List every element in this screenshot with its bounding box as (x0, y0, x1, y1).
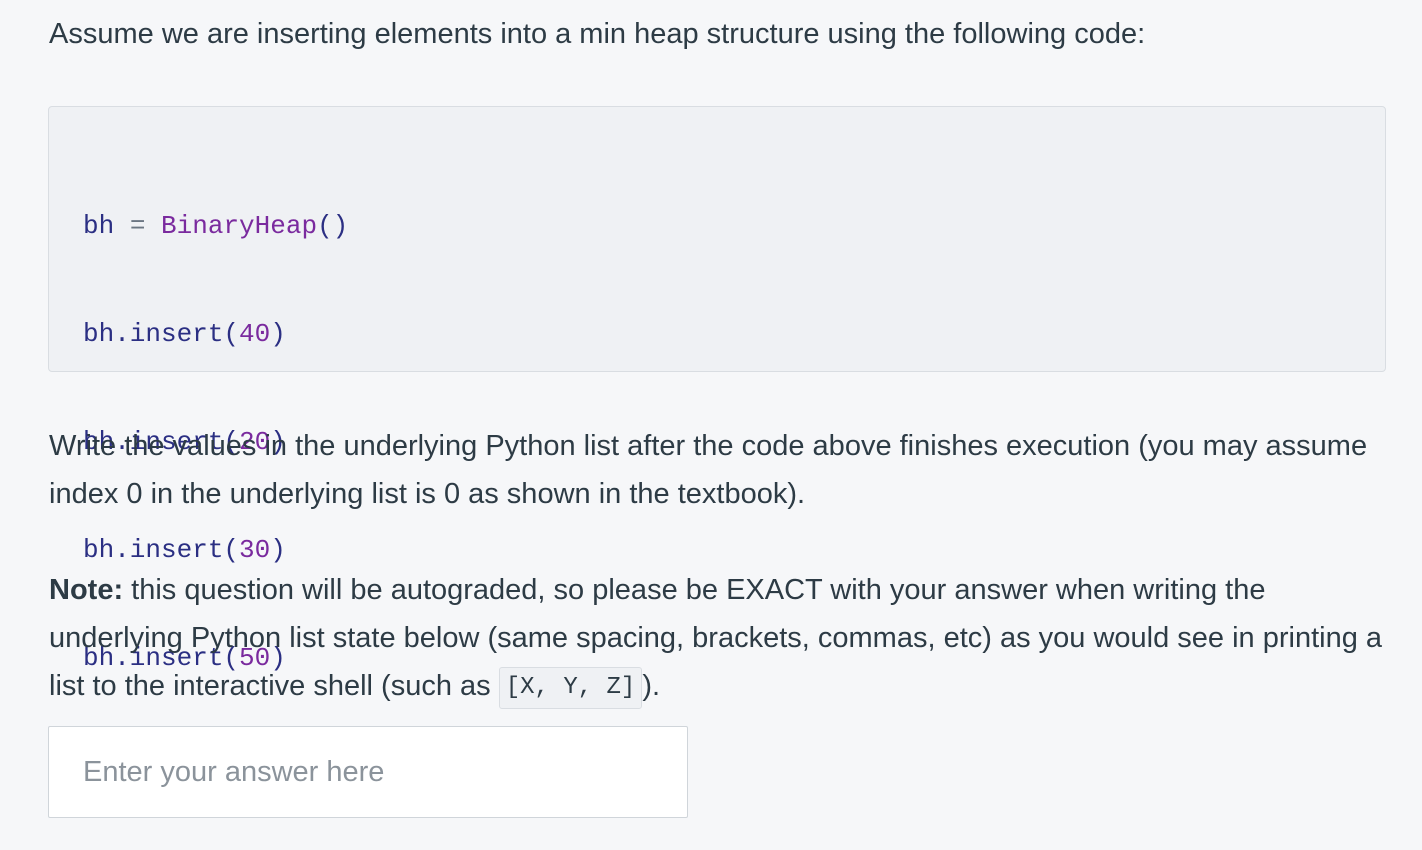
code-insert-value: 50 (239, 643, 271, 673)
code-close-paren: ) (270, 319, 286, 349)
example-list-code: [X, Y, Z] (498, 667, 643, 709)
code-var-name: bh (83, 211, 115, 241)
code-insert-call: bh.insert( (83, 643, 240, 673)
code-line-insert: bh.insert(40) (83, 316, 348, 352)
note-label: Note: (49, 574, 124, 606)
code-assign-op: = (129, 211, 146, 241)
code-close-paren: ) (270, 427, 286, 457)
code-line-insert: bh.insert(30) (83, 532, 348, 568)
instruction-text: Write the values in the underlying Pytho… (49, 430, 1368, 510)
code-line-insert: bh.insert(50) (83, 640, 348, 676)
note-text-end: ). (642, 670, 661, 702)
code-parens: () (317, 211, 349, 241)
question-intro: Assume we are inserting elements into a … (49, 18, 1146, 50)
code-block: bh = BinaryHeap() bh.insert(40) bh.inser… (48, 106, 1386, 781)
code-lines: bh = BinaryHeap() bh.insert(40) bh.inser… (83, 136, 348, 850)
code-insert-call: bh.insert( (83, 319, 240, 349)
code-close-paren: ) (270, 643, 286, 673)
code-close-paren: ) (270, 535, 286, 565)
code-line-insert: bh.insert(20) (83, 424, 348, 460)
note-text: this question will be autograded, so ple… (49, 574, 1383, 702)
note-paragraph: Note: this question will be autograded, … (49, 566, 1389, 710)
code-constructor: BinaryHeap (161, 211, 318, 241)
code-insert-value: 20 (239, 427, 271, 457)
code-line-1: bh = BinaryHeap() (83, 208, 348, 244)
code-insert-value: 30 (239, 535, 271, 565)
answer-input[interactable] (48, 726, 688, 818)
code-insert-value: 40 (239, 319, 271, 349)
code-insert-call: bh.insert( (83, 535, 240, 565)
code-insert-call: bh.insert( (83, 427, 240, 457)
